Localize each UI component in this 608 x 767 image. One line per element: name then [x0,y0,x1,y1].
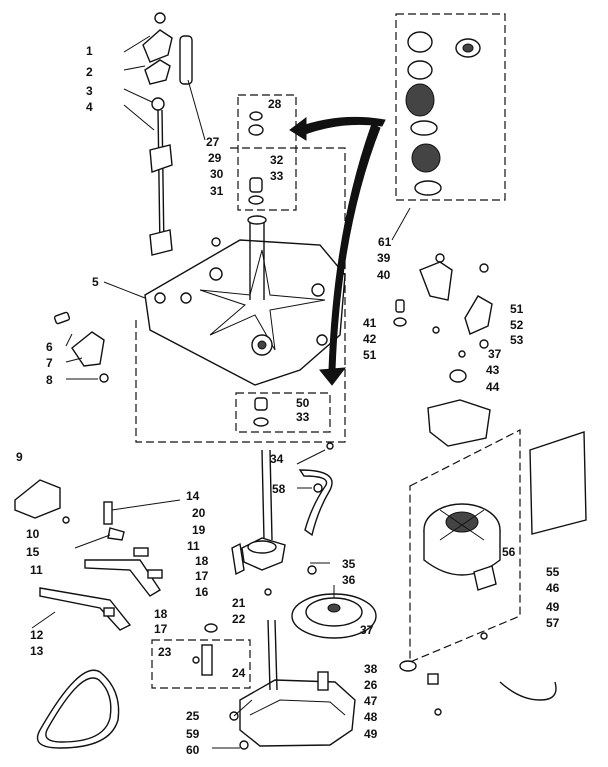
drive-shaft-assembly [235,392,334,596]
callout-17b: 17 [154,622,168,636]
callout-13: 13 [30,644,44,658]
callout-42: 42 [363,332,377,346]
callout-36: 36 [342,573,356,587]
drive-pulley [291,585,377,639]
callout-16: 16 [195,585,209,599]
callout-58: 58 [272,482,286,496]
callout-11a: 11 [187,539,200,553]
callout-30: 30 [210,167,224,181]
callout-25: 25 [186,709,200,723]
top-bracket-assembly [123,12,206,256]
callout-3: 3 [86,84,93,98]
linkage-and-switch-parts [14,479,245,631]
callout-49b: 49 [546,600,560,614]
callout-10: 10 [26,527,40,541]
callout-11b: 11 [30,563,43,577]
callout-29: 29 [208,151,222,165]
bearing-kit-callout-box [237,94,386,211]
callout-22: 22 [232,612,246,626]
gearcase-assembly [212,619,356,750]
callout-53: 53 [510,333,524,347]
callout-37a: 37 [360,623,374,637]
callout-23: 23 [158,645,172,659]
callout-35: 35 [342,557,356,571]
callout-47: 47 [364,694,378,708]
callout-1: 1 [86,44,93,58]
callout-17a: 17 [195,569,209,583]
callout-38: 38 [364,662,378,676]
callout-39: 39 [377,251,391,265]
transmission-seal-kit-box [391,13,506,241]
callout-9: 9 [16,450,23,464]
callout-15: 15 [26,545,40,559]
callout-57: 57 [546,616,560,630]
callout-14: 14 [186,489,200,503]
callout-61: 61 [378,235,392,249]
callout-21: 21 [232,596,246,610]
callout-28: 28 [268,97,282,111]
callout-24: 24 [232,666,246,680]
callout-49a: 49 [364,727,378,741]
callout-27: 27 [206,135,220,149]
callout-labels: 1 2 3 4 5 6 7 8 9 10 11 11 12 13 14 15 1… [16,44,560,757]
callout-6: 6 [46,340,53,354]
callout-51a: 51 [510,302,524,316]
callout-18a: 18 [195,554,209,568]
callout-41: 41 [363,316,377,330]
drive-belt [31,611,120,749]
callout-33b: 33 [296,410,310,424]
callout-48: 48 [364,710,378,724]
callout-4: 4 [86,100,93,114]
callout-20: 20 [192,506,206,520]
agitator-shaft-seal-box [151,623,251,689]
callout-34: 34 [270,452,284,466]
callout-56: 56 [502,545,516,559]
callout-18b: 18 [154,607,168,621]
callout-37b: 37 [488,347,502,361]
callout-31: 31 [210,184,224,198]
callout-8: 8 [46,373,53,387]
callout-43: 43 [486,363,500,377]
callout-26: 26 [364,678,378,692]
callout-33a: 33 [270,169,284,183]
callout-44: 44 [486,380,500,394]
motor-mount-bracket-parts [393,253,493,447]
callout-40: 40 [377,268,391,282]
mounting-bracket-parts [53,311,109,383]
callout-32: 32 [270,153,284,167]
callout-12: 12 [30,628,44,642]
callout-52: 52 [510,318,524,332]
callout-5: 5 [92,275,99,289]
base-plate-assembly [103,123,381,443]
callout-59: 59 [186,727,200,741]
callout-50: 50 [296,396,310,410]
callout-19: 19 [192,523,206,537]
drive-motor-assembly [399,429,587,716]
callout-2: 2 [86,65,93,79]
callout-46: 46 [546,581,560,595]
callout-55: 55 [546,565,560,579]
callout-60: 60 [186,743,200,757]
callout-7: 7 [46,356,53,370]
callout-51b: 51 [363,348,377,362]
